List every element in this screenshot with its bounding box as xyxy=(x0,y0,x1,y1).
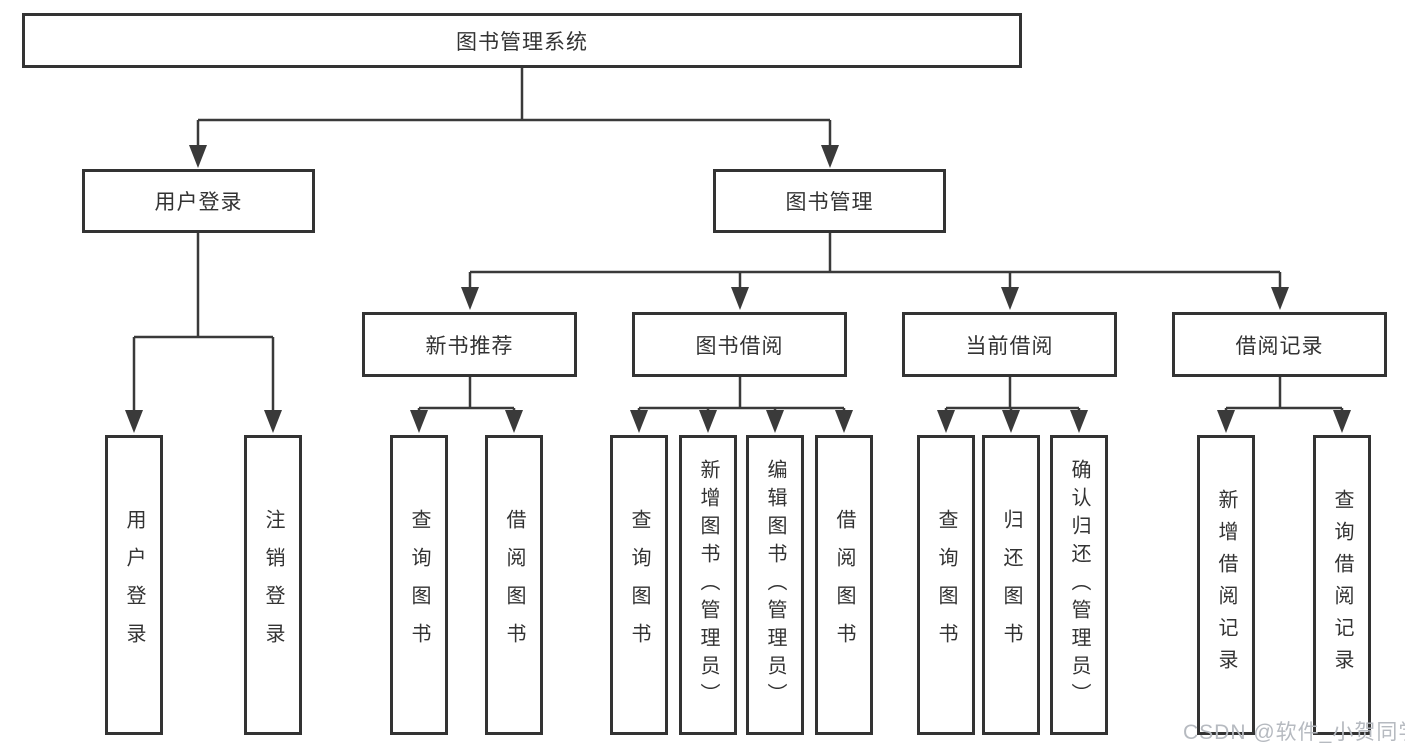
leaf-bb-borrow-books-label: 借阅图书 xyxy=(833,509,855,661)
leaf-br-add-borrow-record-label: 新增借阅记录 xyxy=(1215,489,1237,681)
connector-root-to-level2 xyxy=(196,68,832,148)
node-current-borrowing: 当前借阅 xyxy=(902,312,1117,377)
arrowhead xyxy=(937,410,955,433)
arrowhead xyxy=(1070,410,1088,433)
arrowhead xyxy=(821,145,839,168)
arrowhead xyxy=(630,410,648,433)
arrowhead xyxy=(410,410,428,433)
leaf-user-login: 用户登录 xyxy=(105,435,163,735)
node-root: 图书管理系统 xyxy=(22,13,1022,68)
connector-current-borrowing-children xyxy=(944,377,1081,414)
connector-new-book-children xyxy=(417,377,516,414)
node-borrowing-records-label: 借阅记录 xyxy=(1235,334,1324,358)
node-current-borrowing-label: 当前借阅 xyxy=(965,334,1054,358)
leaf-logout-login-label: 注销登录 xyxy=(262,509,284,661)
leaf-cb-confirm-return-admin-label: 确认归还（管理员） xyxy=(1068,459,1090,711)
arrowhead xyxy=(189,145,207,168)
leaf-br-query-borrow-record-label: 查询借阅记录 xyxy=(1331,489,1353,681)
arrowhead xyxy=(699,410,717,433)
leaf-bb-borrow-books: 借阅图书 xyxy=(815,435,873,735)
arrowhead xyxy=(125,410,143,433)
connector-book-management-children xyxy=(468,233,1282,290)
arrowhead xyxy=(1217,410,1235,433)
arrowhead xyxy=(264,410,282,433)
arrowhead xyxy=(731,287,749,310)
arrowhead xyxy=(1271,287,1289,310)
arrowhead xyxy=(461,287,479,310)
leaf-nb-query-books: 查询图书 xyxy=(390,435,448,735)
leaf-bb-query-books-label: 查询图书 xyxy=(628,509,650,661)
leaf-nb-borrow-books: 借阅图书 xyxy=(485,435,543,735)
leaf-nb-borrow-books-label: 借阅图书 xyxy=(503,509,525,661)
node-new-book-recommendation-label: 新书推荐 xyxy=(425,334,514,358)
arrowhead xyxy=(505,410,523,433)
arrowhead xyxy=(1333,410,1351,433)
arrowheads xyxy=(125,145,1351,433)
leaf-nb-query-books-label: 查询图书 xyxy=(408,509,430,661)
node-book-management: 图书管理 xyxy=(713,169,946,233)
arrowhead xyxy=(1002,410,1020,433)
node-book-management-label: 图书管理 xyxy=(785,191,874,214)
leaf-bb-edit-books-admin: 编辑图书（管理员） xyxy=(746,435,804,735)
node-new-book-recommendation: 新书推荐 xyxy=(362,312,577,377)
leaf-cb-query-books: 查询图书 xyxy=(917,435,975,735)
node-book-borrowing: 图书借阅 xyxy=(632,312,847,377)
leaf-cb-return-books: 归还图书 xyxy=(982,435,1040,735)
node-book-borrowing-label: 图书借阅 xyxy=(695,334,784,358)
connector-borrowing-records-children xyxy=(1224,377,1344,414)
node-user-login: 用户登录 xyxy=(82,169,315,233)
node-borrowing-records: 借阅记录 xyxy=(1172,312,1387,377)
leaf-bb-edit-books-admin-label: 编辑图书（管理员） xyxy=(764,459,786,711)
leaf-cb-confirm-return-admin: 确认归还（管理员） xyxy=(1050,435,1108,735)
connector-user-login-children xyxy=(132,233,275,413)
arrowhead xyxy=(835,410,853,433)
leaf-cb-query-books-label: 查询图书 xyxy=(935,509,957,661)
leaf-logout-login: 注销登录 xyxy=(244,435,302,735)
leaf-bb-query-books: 查询图书 xyxy=(610,435,668,735)
node-root-label: 图书管理系统 xyxy=(456,30,588,54)
node-user-login-label: 用户登录 xyxy=(154,191,243,214)
arrowhead xyxy=(766,410,784,433)
leaf-bb-add-books-admin-label: 新增图书（管理员） xyxy=(697,459,719,711)
leaf-br-add-borrow-record: 新增借阅记录 xyxy=(1197,435,1255,735)
leaf-bb-add-books-admin: 新增图书（管理员） xyxy=(679,435,737,735)
watermark: CSDN @软件_小贺同学 xyxy=(1183,721,1405,744)
leaf-br-query-borrow-record: 查询借阅记录 xyxy=(1313,435,1371,735)
leaf-user-login-label: 用户登录 xyxy=(123,509,145,661)
arrowhead xyxy=(1001,287,1019,310)
leaf-cb-return-books-label: 归还图书 xyxy=(1000,509,1022,661)
connector-book-borrowing-children xyxy=(637,377,846,414)
